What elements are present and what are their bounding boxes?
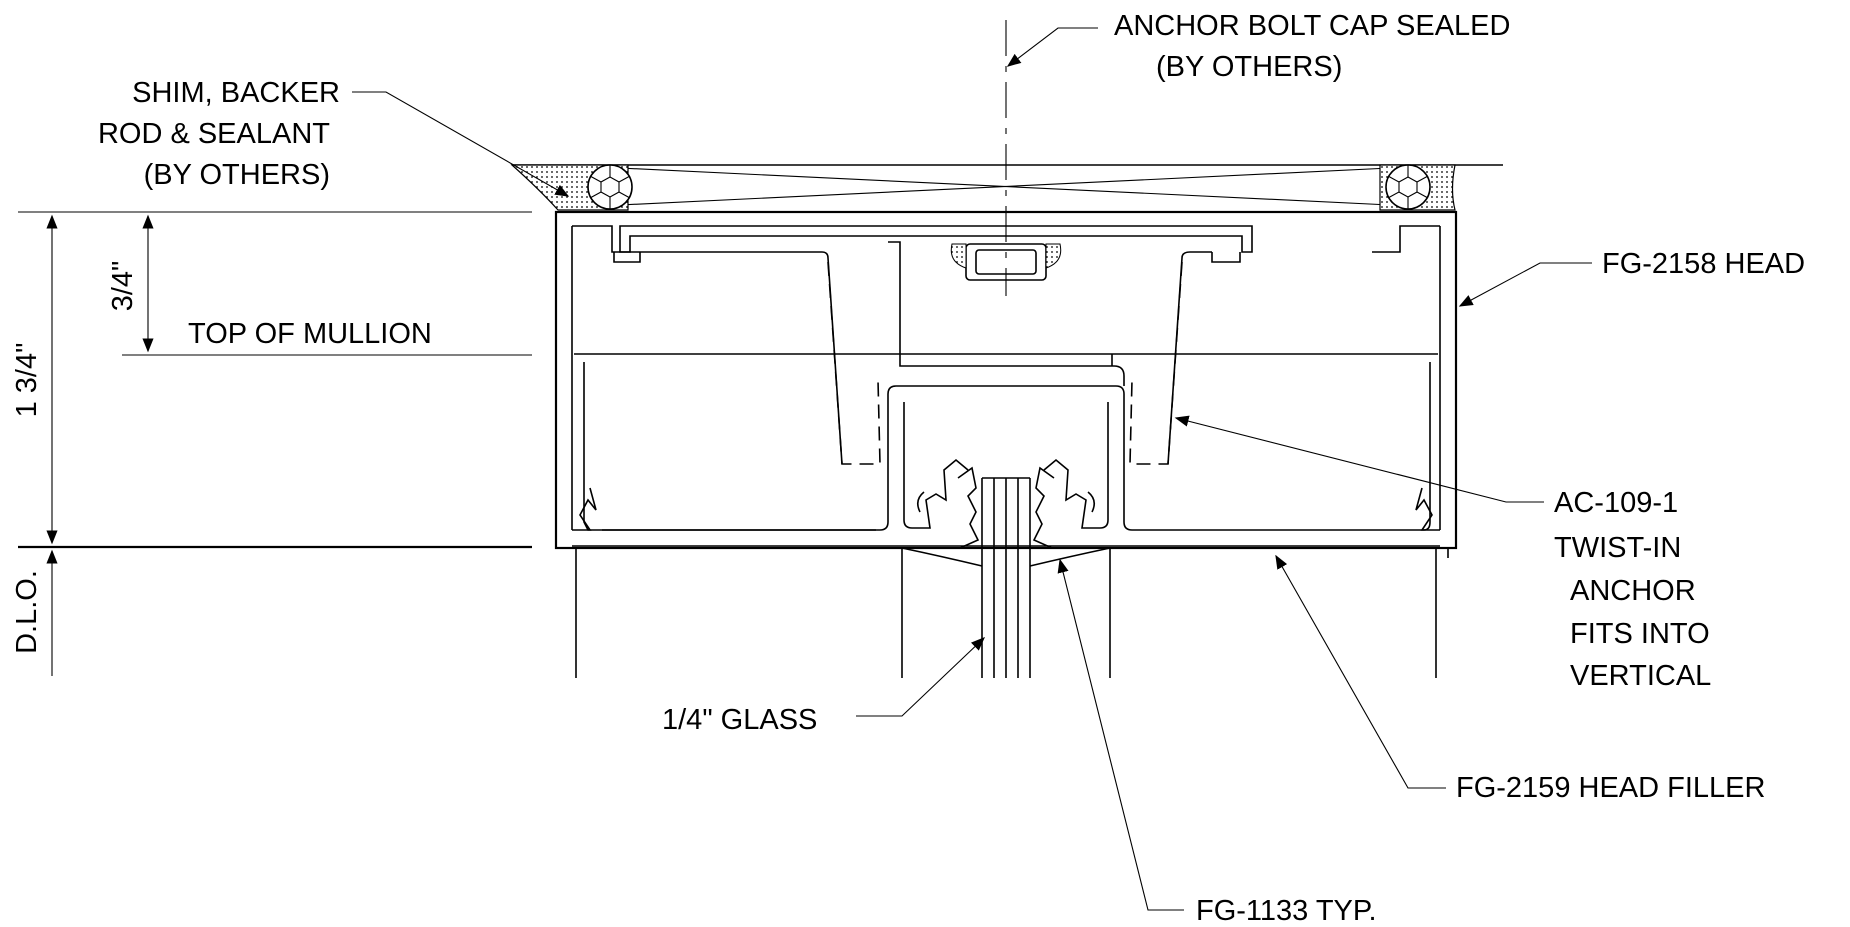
gasket-left: [957, 466, 980, 549]
label-anchor-bolt-cap-line2: (BY OTHERS): [1156, 51, 1342, 83]
label-glass: 1/4" GLASS: [662, 704, 817, 736]
sealant-backer-rod-left: [510, 164, 633, 211]
label-dlo: D.L.O.: [11, 570, 43, 654]
label-head: FG-2158 HEAD: [1602, 248, 1805, 280]
label-head-filler: FG-2159 HEAD FILLER: [1456, 772, 1765, 804]
label-shim-line3: (BY OTHERS): [144, 159, 330, 191]
glass-pane: [981, 477, 1031, 678]
head-filler-profile: [574, 241, 1438, 531]
label-anchor-line1: AC-109-1: [1554, 487, 1678, 519]
label-anchor-line2: TWIST-IN: [1554, 532, 1681, 564]
dimension-lines: [18, 211, 532, 676]
gasket-right: [1032, 466, 1055, 549]
sealant-backer-rod-right: [1379, 164, 1456, 211]
label-dim-three-quarter: 3/4": [107, 261, 139, 312]
substrate-opening: [512, 164, 1503, 206]
label-dim-one-three-quarter: 1 3/4": [11, 343, 43, 418]
label-anchor-line3: ANCHOR: [1570, 575, 1696, 607]
vertical-mullion-below: [575, 547, 1449, 678]
label-shim-line1: SHIM, BACKER: [132, 77, 340, 109]
twist-in-anchor: [827, 261, 1183, 465]
label-anchor-line5: VERTICAL: [1570, 660, 1711, 692]
label-shim-line2: ROD & SEALANT: [98, 118, 330, 150]
label-anchor-bolt-cap-line1: ANCHOR BOLT CAP SEALED: [1114, 10, 1510, 42]
label-top-of-mullion: TOP OF MULLION: [188, 318, 432, 350]
label-anchor-line4: FITS INTO: [1570, 618, 1710, 650]
leader-lines: [352, 27, 1592, 911]
label-gasket: FG-1133 TYP.: [1196, 895, 1377, 927]
